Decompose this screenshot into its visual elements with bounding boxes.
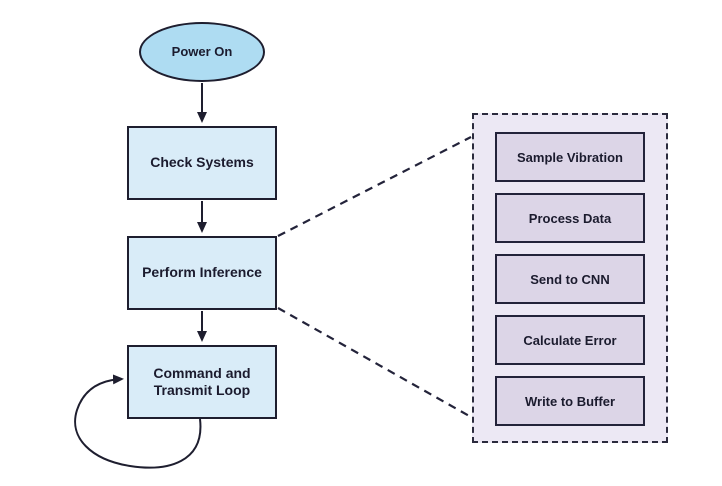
node-command-transmit-loop-label: Command and Transmit Loop xyxy=(153,364,251,399)
dashed-link-top xyxy=(277,136,472,237)
panel-item-write-to-buffer: Write to Buffer xyxy=(495,376,645,426)
panel-item-calculate-error: Calculate Error xyxy=(495,315,645,365)
dashed-link-bottom xyxy=(277,307,472,418)
panel-item-label: Write to Buffer xyxy=(524,393,616,409)
node-check-systems: Check Systems xyxy=(127,126,277,200)
panel-item-label: Sample Vibration xyxy=(517,149,623,165)
panel-item-sample-vibration: Sample Vibration xyxy=(495,132,645,182)
panel-item-label: Process Data xyxy=(528,210,612,226)
panel-item-send-to-cnn: Send to CNN xyxy=(495,254,645,304)
node-check-systems-label: Check Systems xyxy=(150,154,254,171)
panel-item-label: Send to CNN xyxy=(530,271,610,287)
node-perform-inference: Perform Inference xyxy=(127,236,277,310)
inference-detail-panel: Sample Vibration Process Data Send to CN… xyxy=(472,113,668,443)
node-command-transmit-loop: Command and Transmit Loop xyxy=(127,345,277,419)
node-power-on-label: Power On xyxy=(171,43,233,59)
panel-item-process-data: Process Data xyxy=(495,193,645,243)
panel-item-label: Calculate Error xyxy=(523,332,617,348)
node-perform-inference-label: Perform Inference xyxy=(142,264,262,281)
node-power-on: Power On xyxy=(139,22,265,82)
